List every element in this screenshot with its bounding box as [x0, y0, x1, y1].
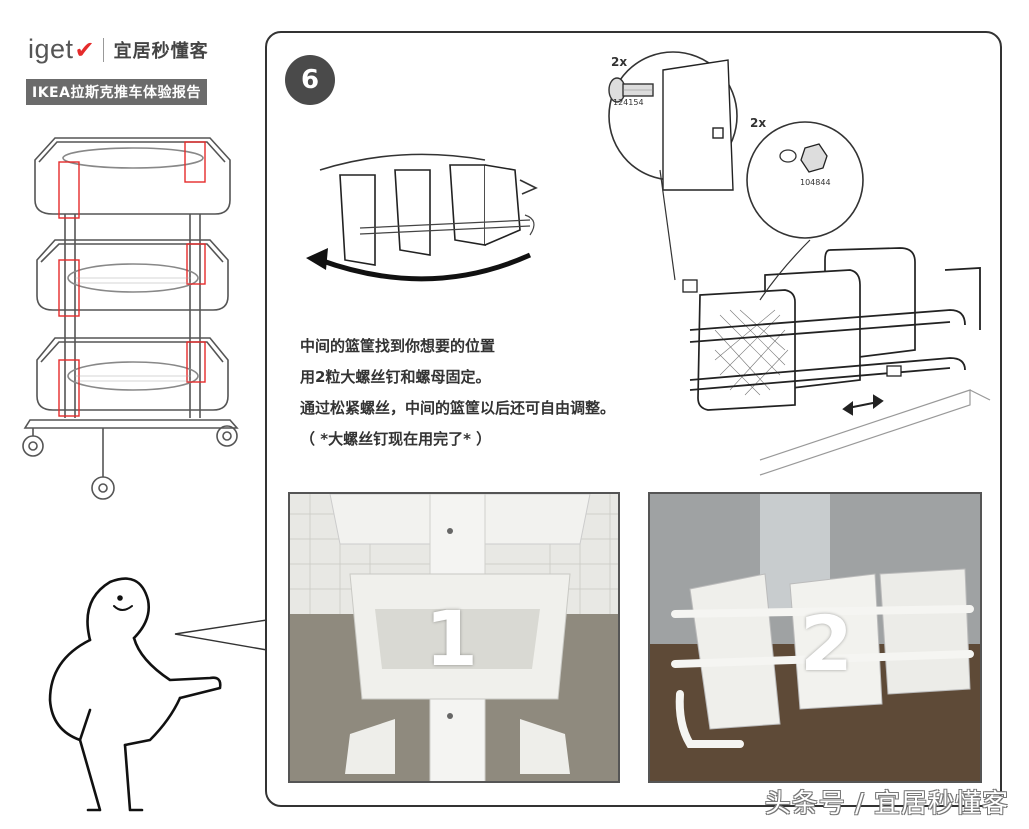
rotate-basket-diagram — [306, 153, 538, 282]
checkmark-icon: ✔ — [74, 35, 95, 64]
trolley-illustration — [22, 137, 239, 500]
speech-bubble-tail — [174, 619, 268, 651]
instruction-line: 通过松紧螺丝，中间的篮筐以后还可自由调整。 — [300, 399, 616, 417]
screw-part-code: 124154 — [613, 98, 644, 107]
nut-part-code: 104844 — [800, 178, 831, 187]
instruction-line: 用2粒大螺丝钉和螺母固定。 — [300, 368, 491, 386]
photo-2: 2 — [648, 492, 982, 783]
photo-number-label: 2 — [800, 599, 853, 688]
screw-detail-diagram — [608, 51, 738, 191]
basket-assembly-diagram — [682, 247, 991, 476]
brand-name: 宜居秒懂客 — [113, 40, 209, 62]
nut-quantity: 2x — [750, 116, 767, 130]
ikea-man-figure — [48, 577, 222, 812]
callout-lines — [659, 169, 811, 301]
photo-1: 1 — [288, 492, 620, 783]
instruction-line: 中间的篮筐找到你想要的位置 — [300, 337, 496, 355]
nut-detail-diagram — [746, 121, 864, 239]
brand-header: iget ✔ 宜居秒懂客 — [28, 34, 209, 65]
watermark: 头条号 / 宜居秒懂客 — [764, 789, 1009, 819]
photo-2-scene — [650, 494, 980, 781]
brand-logo: iget — [28, 34, 74, 64]
screw-quantity: 2x — [611, 55, 628, 69]
instruction-line: （ *大螺丝钉现在用完了* ） — [300, 430, 492, 448]
instruction-text: 中间的篮筐找到你想要的位置 用2粒大螺丝钉和螺母固定。 通过松紧螺丝，中间的篮筐… — [300, 335, 615, 459]
step-number-badge: 6 — [285, 55, 335, 105]
photo-1-scene — [290, 494, 618, 781]
report-tag: IKEA拉斯克推车体验报告 — [26, 79, 207, 105]
brand-divider — [102, 37, 104, 62]
photo-number-label: 1 — [425, 594, 478, 683]
